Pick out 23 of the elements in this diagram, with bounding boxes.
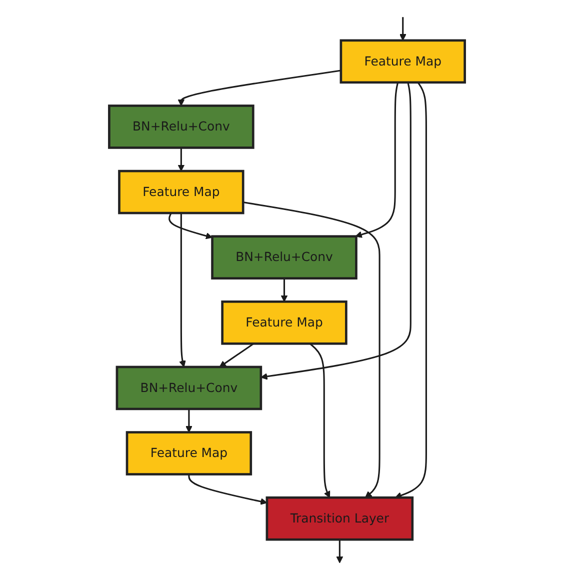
node-box: BN+Relu+Conv: [116, 366, 262, 410]
arrow: [355, 82, 399, 238]
arrow: [394, 82, 427, 499]
arrow: [260, 82, 412, 380]
arrow: [178, 148, 185, 172]
arrow: [179, 213, 186, 368]
node-box: BN+Relu+Conv: [108, 104, 254, 149]
arrow: [178, 70, 342, 106]
arrow: [188, 474, 268, 505]
arrow: [309, 343, 330, 498]
arrow: [168, 212, 213, 240]
arrow: [219, 343, 254, 368]
arrow: [242, 201, 380, 498]
node-box: BN+Relu+Conv: [211, 235, 358, 280]
node-box: Feature Map: [221, 300, 348, 345]
arrow: [399, 17, 406, 41]
arrow: [336, 540, 344, 564]
arrow: [280, 278, 288, 302]
arrow: [186, 408, 192, 433]
node-box: Feature Map: [340, 39, 466, 84]
node-box: Feature Map: [118, 170, 244, 214]
node-box: Transition Layer: [266, 496, 414, 541]
node-box: Feature Map: [126, 431, 252, 476]
